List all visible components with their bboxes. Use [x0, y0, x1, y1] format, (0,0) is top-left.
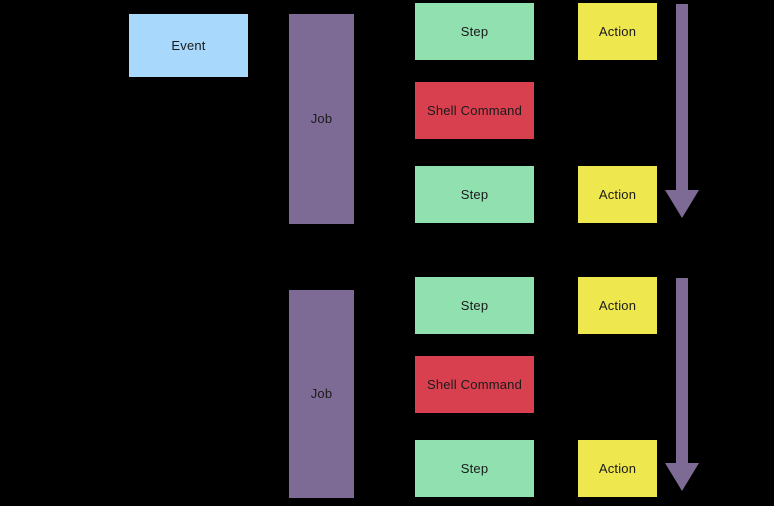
flow-arrow-down-icon: [664, 278, 700, 491]
node-shell_command[interactable]: Shell Command: [415, 82, 534, 139]
node-label: Event: [171, 37, 206, 53]
node-label: Job: [310, 386, 333, 402]
node-step[interactable]: Step: [415, 277, 534, 334]
node-label: Step: [460, 297, 489, 313]
node-label: Shell Command: [426, 376, 523, 392]
node-label: Action: [598, 297, 637, 313]
node-label: Job: [310, 111, 333, 127]
node-action[interactable]: Action: [578, 440, 657, 497]
node-action[interactable]: Action: [578, 3, 657, 60]
node-label: Shell Command: [426, 102, 523, 118]
node-job[interactable]: Job: [289, 14, 354, 224]
node-shell_command[interactable]: Shell Command: [415, 356, 534, 413]
node-event[interactable]: Event: [129, 14, 248, 77]
flow-arrow-down-icon: [664, 4, 700, 218]
node-label: Step: [460, 23, 489, 39]
node-label: Step: [460, 460, 489, 476]
node-label: Action: [598, 23, 637, 39]
node-job[interactable]: Job: [289, 290, 354, 498]
node-label: Action: [598, 186, 637, 202]
node-step[interactable]: Step: [415, 3, 534, 60]
node-label: Step: [460, 186, 489, 202]
node-step[interactable]: Step: [415, 166, 534, 223]
node-action[interactable]: Action: [578, 166, 657, 223]
node-action[interactable]: Action: [578, 277, 657, 334]
node-label: Action: [598, 460, 637, 476]
node-step[interactable]: Step: [415, 440, 534, 497]
